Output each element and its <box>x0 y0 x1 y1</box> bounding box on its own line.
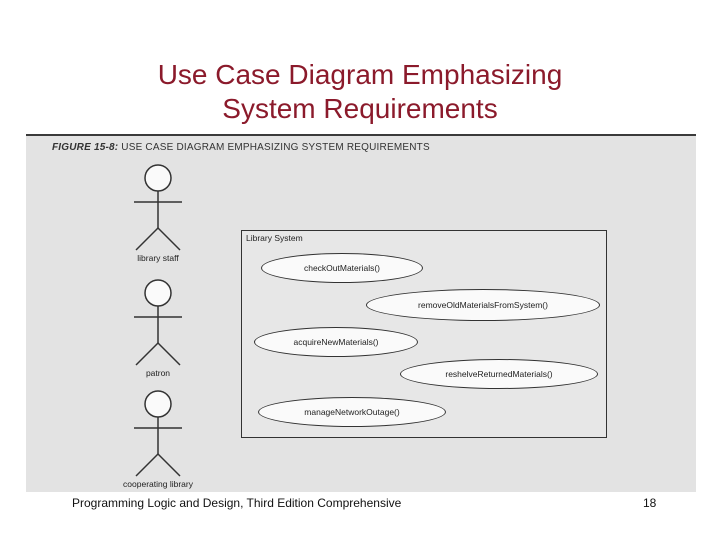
figure-caption: FIGURE 15-8: USE CASE DIAGRAM EMPHASIZIN… <box>52 142 430 153</box>
actor-patron: patron <box>118 279 198 378</box>
actor-label: cooperating library <box>123 479 193 489</box>
stick-figure-icon <box>134 164 182 251</box>
figure-panel: FIGURE 15-8: USE CASE DIAGRAM EMPHASIZIN… <box>26 134 696 492</box>
slide-title-line-2: System Requirements <box>222 93 498 124</box>
system-label: Library System <box>246 233 303 243</box>
actor-label: library staff <box>137 253 179 263</box>
system-boundary: Library System checkOutMaterials() remov… <box>241 230 607 438</box>
stick-figure-icon <box>134 390 182 477</box>
use-case-label: reshelveReturnedMaterials() <box>445 369 553 379</box>
use-case-label: checkOutMaterials() <box>303 263 381 273</box>
actor-label: patron <box>145 368 171 378</box>
page-number: 18 <box>643 496 657 510</box>
use-case-remove-old-materials: removeOldMaterialsFromSystem() <box>366 289 600 321</box>
slide-title: Use Case Diagram Emphasizing System Requ… <box>0 58 720 126</box>
use-case-manage-network-outage: manageNetworkOutage() <box>258 397 446 427</box>
actor-library-staff: library staff <box>118 164 198 263</box>
footer-text: Programming Logic and Design, Third Edit… <box>72 496 402 510</box>
stick-figure-icon <box>134 279 182 366</box>
use-case-reshelve-returned-materials: reshelveReturnedMaterials() <box>400 359 598 389</box>
use-case-label: acquireNewMaterials() <box>293 337 379 347</box>
use-case-acquire-new-materials: acquireNewMaterials() <box>254 327 418 357</box>
use-case-label: manageNetworkOutage() <box>304 407 400 417</box>
figure-number: FIGURE 15-8: <box>52 142 119 153</box>
figure-caption-text: USE CASE DIAGRAM EMPHASIZING SYSTEM REQU… <box>121 142 430 153</box>
use-case-label: removeOldMaterialsFromSystem() <box>418 300 548 310</box>
slide-title-line-1: Use Case Diagram Emphasizing <box>157 59 563 90</box>
use-case-check-out-materials: checkOutMaterials() <box>261 253 423 283</box>
actor-cooperating-library: cooperating library <box>118 390 198 489</box>
